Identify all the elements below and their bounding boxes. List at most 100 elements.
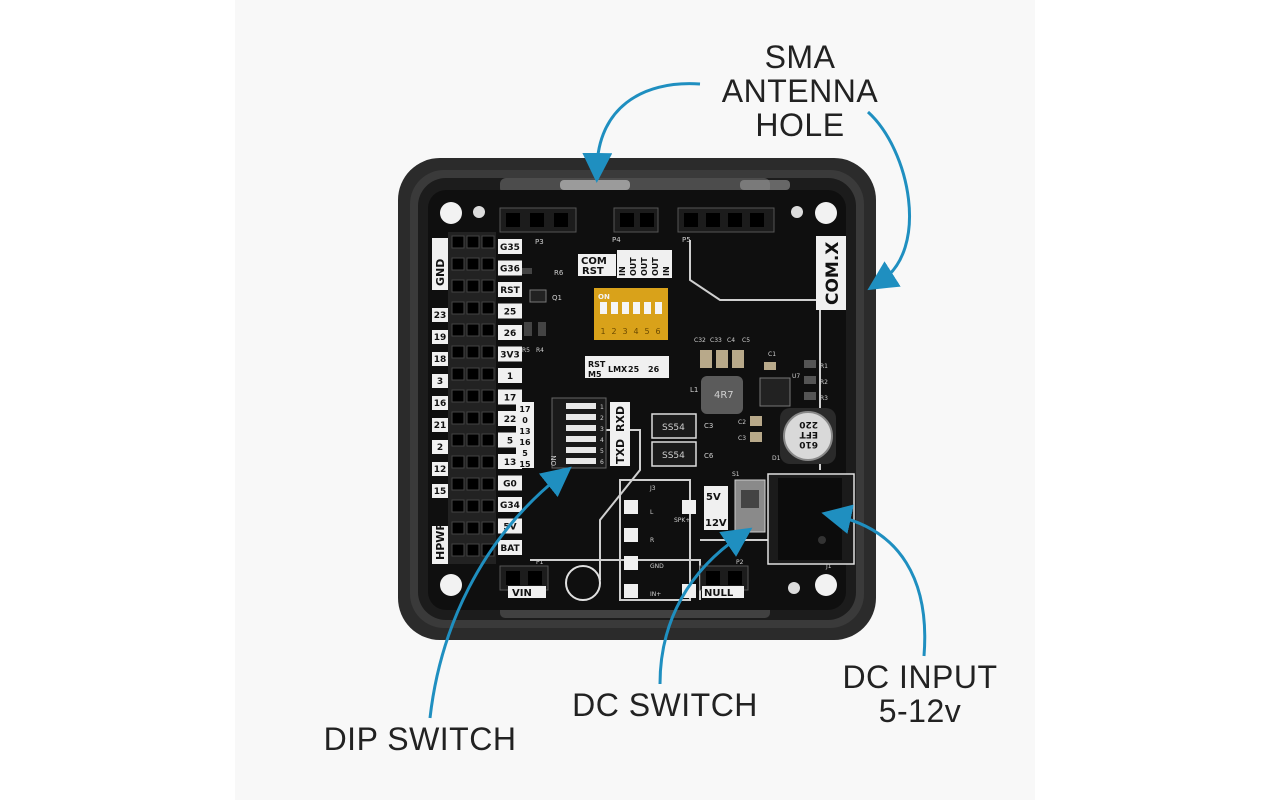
refdes-d2: C6	[704, 452, 714, 460]
header-pin	[481, 367, 495, 381]
top-dip-bottom-label: 25	[628, 365, 640, 374]
top-dip-mode-label: IN	[618, 266, 627, 276]
dip-toggle[interactable]	[566, 458, 596, 464]
dip-toggle[interactable]	[655, 302, 662, 314]
dip-toggle[interactable]	[566, 447, 596, 453]
header-pin	[481, 389, 495, 403]
right-pin-label: BAT	[500, 544, 520, 554]
right-pin-label: RST	[500, 286, 520, 296]
sma-label-line-3: HOLE	[755, 107, 845, 143]
dip-toggle[interactable]	[633, 302, 640, 314]
top-dip-number: 4	[633, 327, 638, 336]
dip-switch-label: DIP SWITCH	[323, 721, 517, 757]
sma-label-line-1: SMA	[764, 39, 836, 75]
dip-toggle[interactable]	[644, 302, 651, 314]
right-pin-label: 17	[504, 394, 517, 404]
refdes-p3: P3	[535, 238, 544, 246]
diodes: SS54 SS54 C3 C6	[651, 413, 714, 467]
right-pin-label: G34	[500, 501, 520, 511]
vin-label: VIN	[512, 588, 532, 599]
mounting-hole	[815, 202, 837, 224]
dip-toggle[interactable]	[566, 403, 596, 409]
side-dip-pin-label: 13	[519, 427, 530, 436]
side-dip-txd: TXD	[614, 439, 627, 464]
header-pin	[481, 279, 495, 293]
header-pin	[466, 301, 480, 315]
top-dip-mode-label: IN	[662, 266, 671, 276]
header-pin	[451, 543, 465, 557]
side-dip-number: 3	[600, 426, 604, 433]
refdes-r5: R5	[522, 347, 530, 354]
mounting-hole	[815, 574, 837, 596]
top-dip-mode-label: OUT	[651, 257, 660, 276]
side-dip-pin-label: 15	[519, 460, 531, 469]
left-pin-label: 15	[434, 487, 447, 497]
top-dip-com: COM	[581, 256, 607, 267]
refdes-p4: P4	[612, 236, 621, 244]
refdes-q1: Q1	[552, 294, 562, 302]
dip-toggle[interactable]	[566, 425, 596, 431]
top-dip-bottom-label: LMX	[608, 365, 628, 374]
dc-input-label-line-2: 5-12v	[878, 693, 962, 729]
left-pin-label: 2	[437, 443, 443, 453]
refdes-c33: C33	[710, 337, 722, 344]
header-pin	[466, 323, 480, 337]
sma-arrow-right	[866, 110, 911, 291]
dip-toggle[interactable]	[566, 436, 596, 442]
header-pin	[466, 367, 480, 381]
refdes-c5: C5	[742, 337, 750, 344]
header-pin	[481, 477, 495, 491]
left-pin-label: 16	[434, 399, 447, 409]
header-pin	[481, 345, 495, 359]
dc-power-switch[interactable]: 5V 12V S1	[704, 471, 766, 533]
dc-switch-label: DC SWITCH	[572, 687, 758, 723]
header-pin	[466, 543, 480, 557]
left-pin-label: 12	[434, 465, 447, 475]
header-pin	[451, 499, 465, 513]
inductor-label: 4R7	[714, 390, 734, 401]
dip-toggle[interactable]	[622, 302, 629, 314]
speaker-connector: SPK+ GND IN+ R L J3	[624, 485, 696, 598]
dip-toggle[interactable]	[566, 414, 596, 420]
switch-label-12v: 12V	[705, 518, 727, 529]
header-pin	[451, 411, 465, 425]
top-dip-number: 3	[622, 327, 627, 336]
top-dip-number: 1	[600, 327, 605, 336]
conn-label-spk: SPK+	[674, 517, 690, 524]
dc-input-jack[interactable]: J1	[767, 473, 855, 570]
header-pin	[451, 455, 465, 469]
side-dip-pin-label: 16	[519, 438, 531, 447]
right-pin-label: G0	[503, 480, 517, 490]
refdes-r3: R3	[820, 395, 828, 402]
header-pin	[481, 521, 495, 535]
mounting-hole	[440, 202, 462, 224]
refdes-r2: R2	[820, 379, 828, 386]
top-dip-number: 5	[644, 327, 649, 336]
header-pin	[466, 455, 480, 469]
side-dip-switch[interactable]	[551, 397, 607, 469]
left-label-gnd: GND	[434, 259, 447, 286]
refdes-c6: D1	[772, 455, 781, 462]
top-dip-rst: RST	[582, 266, 604, 277]
header-pin	[481, 323, 495, 337]
refdes-u7: U7	[792, 373, 800, 380]
header-pin	[481, 301, 495, 315]
dc-input-label: DC INPUT 5-12v	[820, 660, 1020, 728]
cap-label-3: 610	[799, 439, 818, 449]
header-pin	[466, 235, 480, 249]
module-name: COM.X	[823, 242, 843, 305]
right-pin-label: 5V	[503, 523, 516, 533]
cap-label-1: 220	[799, 419, 818, 429]
refdes-j1: J1	[825, 563, 832, 570]
right-pin-label: 26	[504, 329, 517, 339]
right-pin-label: 22	[504, 415, 517, 425]
header-pin	[451, 433, 465, 447]
top-dip-number: 2	[611, 327, 616, 336]
refdes-c4: C4	[727, 337, 735, 344]
dip-toggle[interactable]	[600, 302, 607, 314]
dip-toggle[interactable]	[611, 302, 618, 314]
header-pin	[451, 279, 465, 293]
header-pin	[451, 301, 465, 315]
